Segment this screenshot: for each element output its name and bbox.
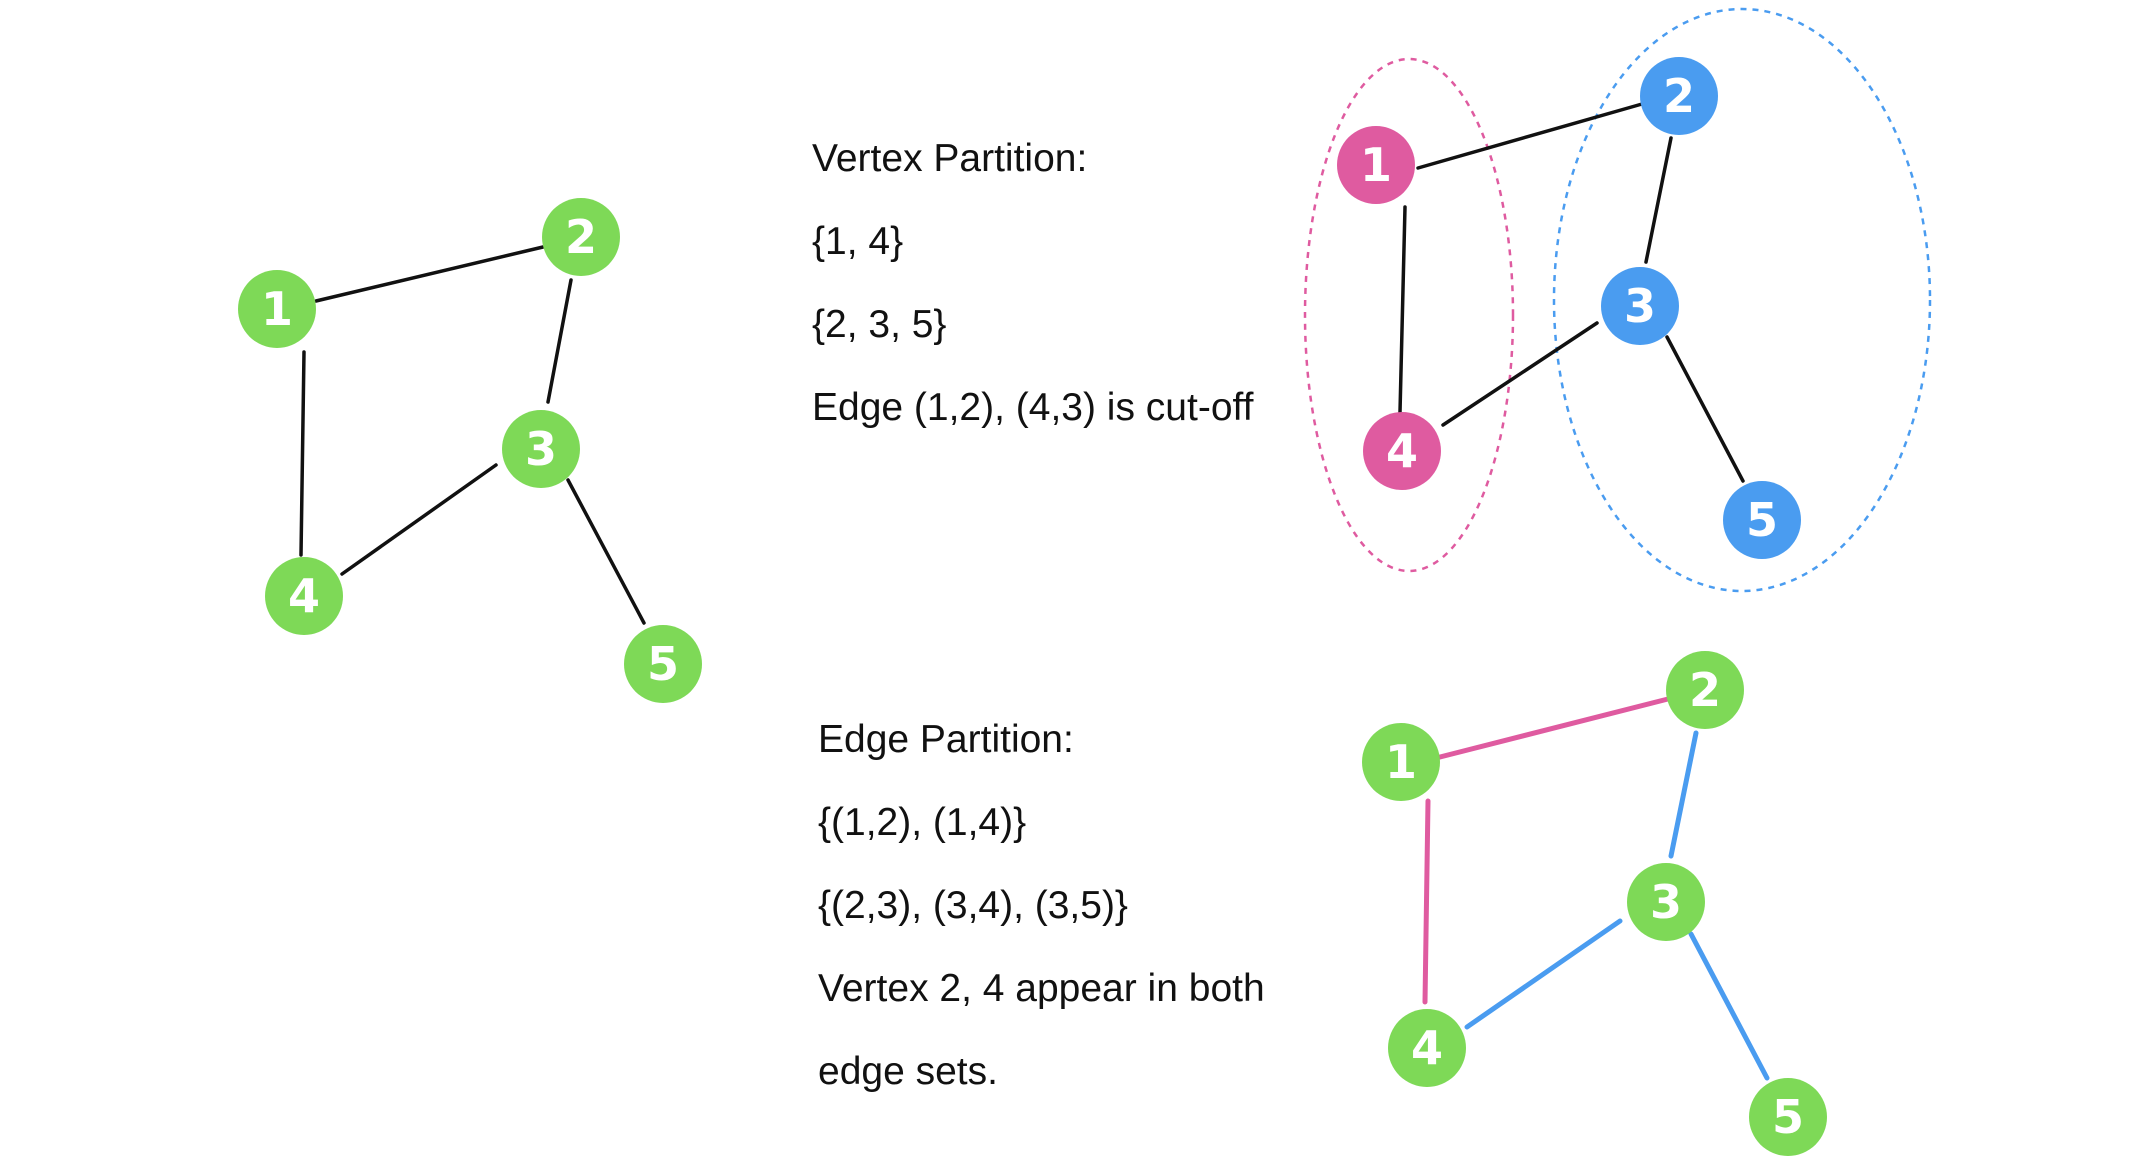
edge-1-2 <box>1437 696 1671 760</box>
node-1-label: 1 <box>1360 138 1392 192</box>
edge-partition-text: Edge Partition: {(1,2), (1,4)} {(2,3), (… <box>818 698 1265 1113</box>
partition-2-3-5-outline <box>1552 7 1932 593</box>
node-1-label: 1 <box>261 282 293 336</box>
edge-1-2 <box>314 245 545 303</box>
vertex-partition-heading: Vertex Partition: <box>812 137 1088 180</box>
vertex-partition-cut-note: Edge (1,2), (4,3) is cut-off <box>812 386 1254 429</box>
node-2-label: 2 <box>1689 663 1721 717</box>
edge-partition-note-line-2: edge sets. <box>818 1050 998 1093</box>
graph-edge-partitioned: 1 2 3 4 5 <box>1362 651 1827 1156</box>
node-5 <box>624 625 702 703</box>
node-3-label: 3 <box>1650 875 1682 929</box>
node-1 <box>1337 126 1415 204</box>
edge-3-4 <box>340 463 498 576</box>
edge-3-4 <box>1464 918 1623 1030</box>
graph-original: 1 2 3 4 5 <box>238 198 702 703</box>
node-5-label: 5 <box>1746 493 1778 547</box>
node-3-label: 3 <box>1624 279 1656 333</box>
edge-partition-note-line-1: Vertex 2, 4 appear in both <box>818 967 1265 1010</box>
edge-2-3 <box>1644 136 1673 264</box>
edge-1-4 <box>1398 205 1407 414</box>
node-5-label: 5 <box>647 637 679 691</box>
vertex-partition-set-1: {1, 4} <box>812 220 904 263</box>
node-3-label: 3 <box>525 422 557 476</box>
node-3 <box>502 410 580 488</box>
node-1-label: 1 <box>1385 735 1417 789</box>
node-5 <box>1749 1078 1827 1156</box>
node-1 <box>1362 723 1440 801</box>
node-1 <box>238 270 316 348</box>
node-4-label: 4 <box>288 569 320 623</box>
node-4 <box>1388 1009 1466 1087</box>
node-2 <box>1666 651 1744 729</box>
edge-partition-set-2: {(2,3), (3,4), (3,5)} <box>818 884 1128 927</box>
edge-2-3 <box>546 278 573 404</box>
node-3 <box>1601 267 1679 345</box>
node-2-label: 2 <box>1663 69 1695 123</box>
vertex-partition-text: Vertex Partition: {1, 4} {2, 3, 5} Edge … <box>812 117 1253 449</box>
edge-1-4 <box>1422 798 1431 1005</box>
node-5 <box>1723 481 1801 559</box>
node-4-label: 4 <box>1411 1021 1443 1075</box>
node-4 <box>265 557 343 635</box>
edge-3-5 <box>1688 931 1770 1081</box>
vertex-partition-set-2: {2, 3, 5} <box>812 303 947 346</box>
node-5-label: 5 <box>1772 1090 1804 1144</box>
partition-1-4-outline <box>1303 57 1515 573</box>
edge-3-5 <box>1665 335 1745 483</box>
node-3 <box>1627 863 1705 941</box>
edge-1-2 <box>1416 102 1644 170</box>
edge-2-3 <box>1668 730 1699 859</box>
edge-3-4 <box>1441 321 1599 427</box>
edge-1-4 <box>299 350 306 557</box>
node-2 <box>542 198 620 276</box>
node-4 <box>1363 412 1441 490</box>
edge-3-5 <box>566 478 646 625</box>
edge-partition-set-1: {(1,2), (1,4)} <box>818 801 1027 844</box>
edge-partition-heading: Edge Partition: <box>818 718 1074 761</box>
node-4-label: 4 <box>1386 424 1418 478</box>
node-2 <box>1640 57 1718 135</box>
graph-vertex-partitioned: 1 2 3 4 5 <box>1303 7 1932 593</box>
node-2-label: 2 <box>565 210 597 264</box>
